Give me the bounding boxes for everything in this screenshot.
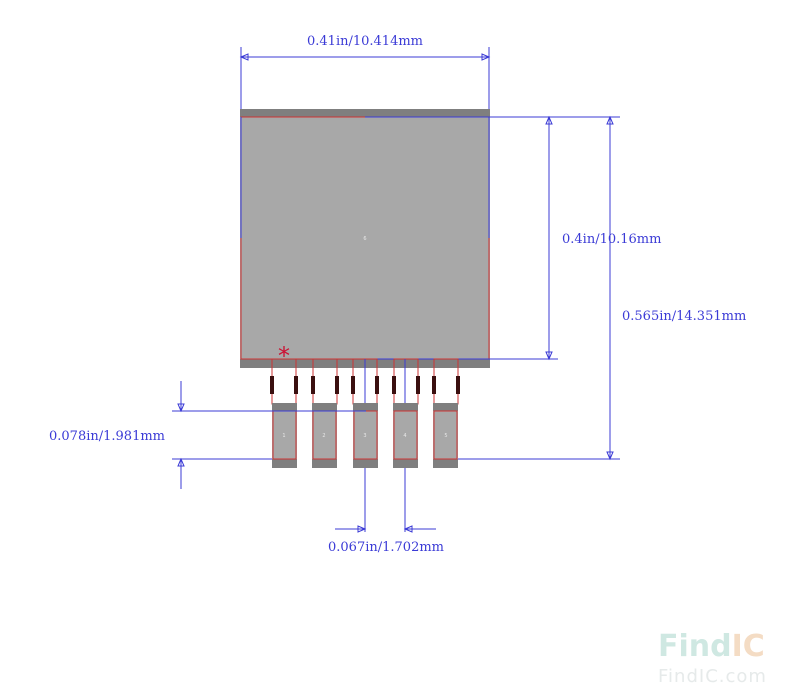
tab-height-label: 0.4in/10.16mm	[562, 232, 661, 247]
pad-1: 1	[272, 403, 297, 468]
pad-length-dimension: 0.078in/1.981mm	[49, 381, 366, 489]
pad-3: 3	[353, 403, 378, 468]
pad-2: 2	[312, 403, 337, 468]
pad-5-label: 5	[444, 433, 447, 439]
width-dimension: 0.41in/10.414mm	[239, 34, 491, 118]
tab-pad: 6	[240, 109, 490, 368]
width-dimension-label: 0.41in/10.414mm	[307, 34, 423, 49]
overall-height-label: 0.565in/14.351mm	[622, 309, 746, 324]
pad-4: 4	[393, 403, 418, 468]
pad-3-label: 3	[363, 433, 366, 439]
pad-4-label: 4	[403, 433, 406, 439]
pad-1-label: 1	[282, 433, 285, 439]
findic-watermark: FindIC FindIC.com	[658, 629, 767, 687]
watermark-logo: FindIC	[658, 629, 765, 664]
pitch-label: 0.067in/1.702mm	[328, 540, 444, 555]
pad-length-label: 0.078in/1.981mm	[49, 429, 165, 444]
pad-2-label: 2	[322, 433, 325, 439]
tab-height-dimension: 0.4in/10.16mm	[489, 115, 661, 361]
watermark-url: FindIC.com	[658, 666, 767, 687]
pin1-marker: *	[278, 342, 290, 370]
overall-height-dimension: 0.565in/14.351mm	[458, 115, 746, 461]
pad-5: 5	[433, 403, 458, 468]
tab-pad-label: 6	[363, 236, 366, 242]
pitch-dimension: 0.067in/1.702mm	[328, 525, 444, 555]
lead-marks	[270, 376, 460, 394]
